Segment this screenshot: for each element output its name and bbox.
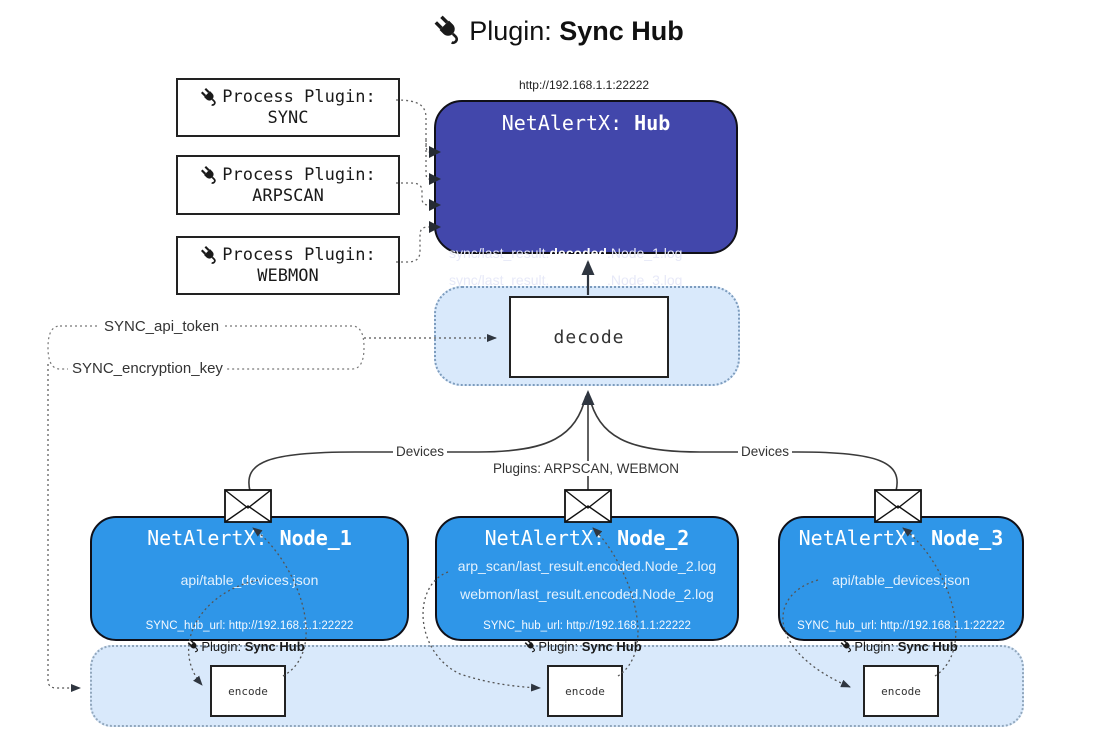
node-title-prefix: NetAlertX: xyxy=(147,526,280,550)
node-2-box: NetAlertX: Node_2 arp_scan/last_result.e… xyxy=(435,516,739,641)
node-hub-url: SYNC_hub_url: http://192.168.1.1:22222 xyxy=(145,620,354,632)
process-plugin-box-webmon: Process Plugin: WEBMON xyxy=(176,236,400,295)
encode-label: encode xyxy=(565,684,605,698)
log-bold: decoded xyxy=(549,272,607,288)
plug-icon xyxy=(200,87,220,107)
page-title: Plugin: Sync Hub xyxy=(0,14,1117,47)
process-plugin-label: Process Plugin: xyxy=(222,245,376,265)
node-title: NetAlertX: Node_2 xyxy=(437,526,737,550)
plug-icon xyxy=(200,245,220,265)
node-title-name: Node_3 xyxy=(931,526,1004,550)
node-file: api/table_devices.json xyxy=(180,572,319,588)
process-plugin-name: WEBMON xyxy=(257,266,319,286)
node-file: api/table_devices.json xyxy=(832,572,970,588)
process-plugin-label: Process Plugin: xyxy=(222,164,376,185)
node-1-box: NetAlertX: Node_1 api/table_devices.json… xyxy=(90,516,409,641)
hub-log-line: sync/last_result.decoded.Node_3.log xyxy=(449,272,682,288)
hub-title-name: Hub xyxy=(634,111,671,135)
process-plugin-name: ARPSCAN xyxy=(252,185,324,206)
hub-box: NetAlertX: Hub sync/last_result.decoded.… xyxy=(434,100,738,336)
title-name: Sync Hub xyxy=(559,16,684,46)
log-pre: sync/last_result. xyxy=(449,245,550,261)
node-title: NetAlertX: Node_3 xyxy=(780,526,1022,550)
title-prefix: Plugin: xyxy=(469,16,560,46)
hub-title-prefix: NetAlertX: xyxy=(501,111,635,135)
plug-icon xyxy=(433,14,465,46)
process-plugin-row: Process Plugin: xyxy=(200,245,376,265)
node-title-prefix: NetAlertX: xyxy=(798,526,932,550)
process-plugin-box-sync: Process Plugin: SYNC xyxy=(176,78,400,137)
plug-icon xyxy=(200,165,220,185)
process-plugin-name: SYNC xyxy=(267,108,309,128)
decode-label: decode xyxy=(553,326,625,348)
node-3-box: NetAlertX: Node_3 api/table_devices.json… xyxy=(778,516,1024,641)
log-pre: sync/last_result. xyxy=(449,272,550,288)
encode-box-2: encode xyxy=(547,665,623,717)
decode-box: decode xyxy=(509,296,669,378)
process-plugin-box-arpscan: Process Plugin: ARPSCAN xyxy=(176,155,400,215)
process-plugin-row: Process Plugin: xyxy=(200,87,376,107)
encode-label: encode xyxy=(881,684,921,698)
hub-url-label: http://192.168.1.1:22222 xyxy=(518,78,650,92)
node-title: NetAlertX: Node_1 xyxy=(92,526,407,550)
encode-label: encode xyxy=(228,684,268,698)
log-post: .Node_3.log xyxy=(606,272,683,288)
node-hub-url: SYNC_hub_url: http://192.168.1.1:22222 xyxy=(797,620,1005,632)
node-title-prefix: NetAlertX: xyxy=(484,526,618,550)
encode-box-3: encode xyxy=(863,665,939,717)
process-plugin-row: Process Plugin: xyxy=(200,164,376,185)
hub-log-line: sync/last_result.decoded.Node_1.log xyxy=(449,245,682,261)
node-file: arp_scan/last_result.encoded.Node_2.log xyxy=(457,558,717,574)
encode-box-1: encode xyxy=(210,665,286,717)
node-file: webmon/last_result.encoded.Node_2.log xyxy=(460,586,714,602)
node-title-name: Node_1 xyxy=(279,526,352,550)
process-plugin-label: Process Plugin: xyxy=(222,87,376,107)
hub-title: NetAlertX: Hub xyxy=(436,111,736,135)
node-title-name: Node_2 xyxy=(617,526,690,550)
log-bold: decoded xyxy=(549,245,607,261)
node-hub-url: SYNC_hub_url: http://192.168.1.1:22222 xyxy=(483,620,691,632)
log-post: .Node_1.log xyxy=(606,245,683,261)
